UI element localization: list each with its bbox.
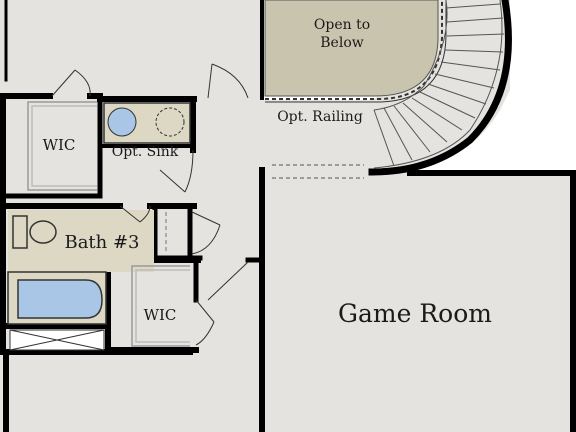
game-room-floor bbox=[262, 170, 576, 432]
wic-lower-shelf-inner bbox=[135, 269, 190, 343]
spiral-staircase bbox=[373, 0, 505, 169]
door-bath bbox=[119, 205, 151, 223]
hall-floor bbox=[262, 100, 372, 175]
door-wic-upper bbox=[51, 69, 91, 97]
wic-upper-label: WIC bbox=[43, 136, 76, 154]
open-to-below-label-line2: Below bbox=[320, 35, 363, 51]
stair-region-floor bbox=[372, 0, 510, 170]
opt-railing-label: Opt. Railing bbox=[277, 109, 363, 125]
tub-basin bbox=[17, 279, 103, 319]
shower-bench bbox=[9, 329, 105, 351]
door-wic-lower bbox=[195, 299, 215, 346]
wic-upper-shelf bbox=[27, 101, 97, 191]
door-bedroom bbox=[207, 63, 249, 99]
open-to-below-label-line1: Open to bbox=[314, 17, 370, 33]
wic-upper-shelf-inner bbox=[31, 105, 97, 187]
opt-sink-label: Opt. Sink bbox=[112, 144, 179, 160]
optional-sink-basin bbox=[155, 107, 185, 137]
stair-outer-wall bbox=[368, 0, 512, 176]
closet-shelves bbox=[27, 101, 190, 347]
open-to-below-shape bbox=[264, 0, 439, 97]
wic-lower-shelf bbox=[131, 265, 190, 347]
door-hall bbox=[207, 261, 249, 301]
railing bbox=[265, 0, 443, 100]
wic-lower-label: WIC bbox=[144, 306, 177, 324]
room-labels: Open to Below Opt. Railing WIC Opt. Sink… bbox=[43, 17, 493, 328]
bath-floor bbox=[8, 210, 154, 272]
toilet-bowl bbox=[29, 220, 57, 244]
game-room-label: Game Room bbox=[338, 299, 492, 328]
toilet-tank bbox=[12, 215, 28, 249]
bath3-label: Bath #3 bbox=[64, 232, 139, 253]
door-linen bbox=[191, 211, 221, 255]
doors bbox=[51, 63, 249, 346]
sink-basin bbox=[107, 107, 137, 137]
fixtures bbox=[7, 102, 191, 351]
door-sink bbox=[159, 149, 194, 193]
